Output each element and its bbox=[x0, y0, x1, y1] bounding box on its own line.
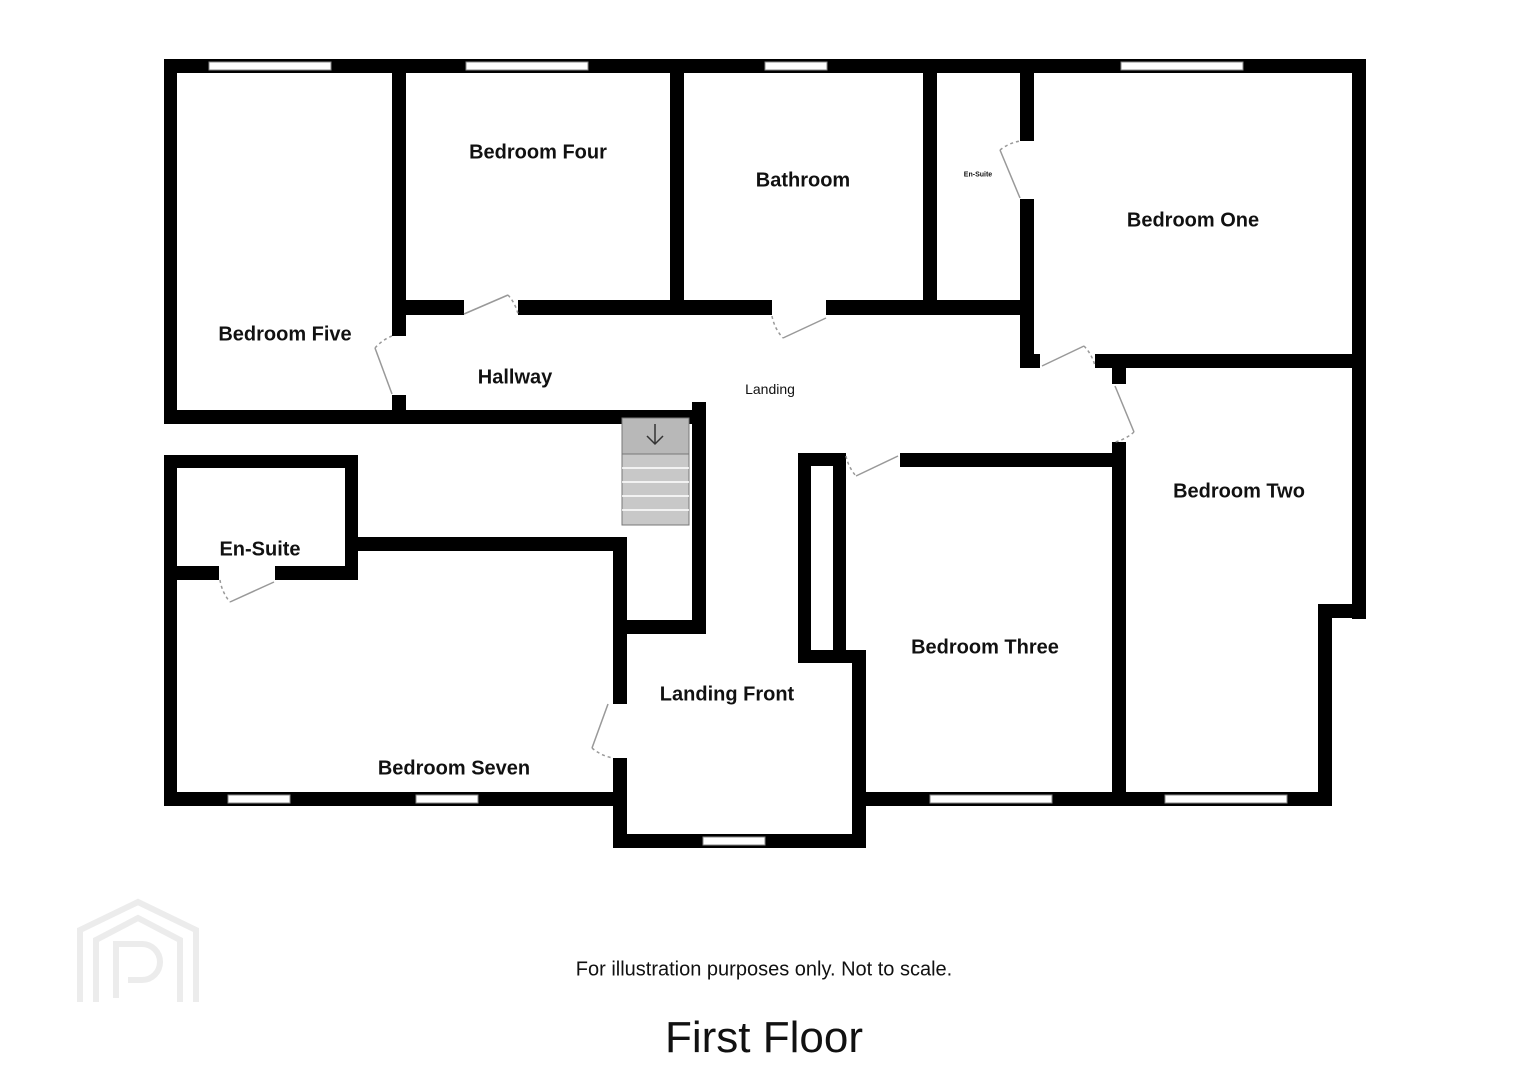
arrow-down-icon bbox=[646, 424, 664, 446]
floor-title: First Floor bbox=[665, 1013, 863, 1062]
room-label-bathroom: Bathroom bbox=[755, 169, 851, 192]
room-label-hallway: Hallway bbox=[477, 366, 553, 389]
windows bbox=[208, 61, 1288, 846]
room-label-bedroom-seven: Bedroom Seven bbox=[377, 757, 531, 780]
doors bbox=[219, 140, 1135, 759]
house-logo-icon bbox=[77, 898, 199, 1002]
room-label-landing: Landing bbox=[745, 381, 795, 397]
room-label-bedroom-two: Bedroom Two bbox=[1173, 480, 1305, 503]
room-label-landing-front: Landing Front bbox=[659, 683, 795, 706]
stairs bbox=[621, 417, 690, 526]
room-label-bedroom-three: Bedroom Three bbox=[911, 636, 1059, 659]
room-label-bedroom-five: Bedroom Five bbox=[218, 323, 352, 346]
room-label-en-suite: En-Suite bbox=[219, 538, 301, 561]
room-label-bedroom-four: Bedroom Four bbox=[469, 141, 607, 164]
room-label-bedroom-one: Bedroom One bbox=[1126, 209, 1260, 232]
disclaimer-text: For illustration purposes only. Not to s… bbox=[575, 958, 953, 981]
room-label-en-suite-small: En-Suite bbox=[963, 171, 993, 179]
